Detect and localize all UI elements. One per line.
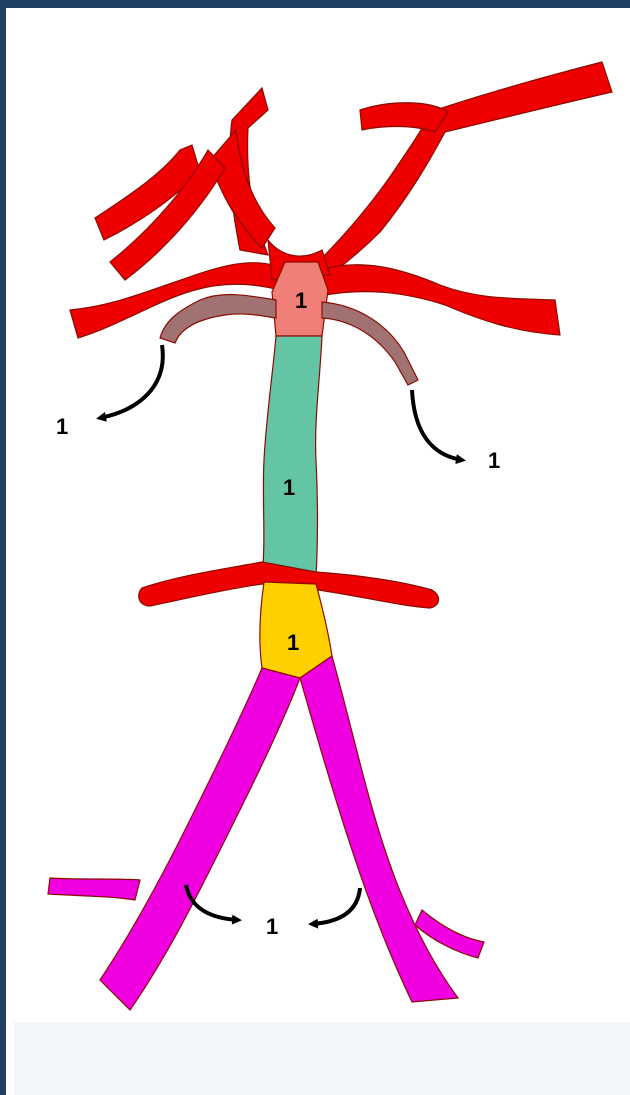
bottom-right-arrow-icon bbox=[312, 888, 360, 924]
left-iliac bbox=[100, 668, 300, 1010]
middle-segment-label: 1 bbox=[283, 475, 295, 500]
upper-segment-label: 1 bbox=[295, 288, 307, 313]
left-branch-arrow-icon bbox=[100, 345, 163, 418]
magenta-bifurcation bbox=[48, 656, 484, 1010]
left-mauve-branch bbox=[160, 295, 276, 343]
right-mauve-branch bbox=[322, 302, 418, 385]
right-branch-arrow-icon bbox=[412, 390, 462, 460]
right-iliac bbox=[300, 656, 458, 1002]
bottom-arrows-label: 1 bbox=[266, 914, 278, 939]
segment-middle bbox=[262, 336, 322, 578]
left-side-branch bbox=[48, 878, 140, 900]
upper-artery-tree bbox=[70, 62, 612, 338]
right-branch-label: 1 bbox=[488, 448, 500, 473]
right-top-twig bbox=[360, 103, 448, 132]
right-upper-branch bbox=[318, 62, 612, 282]
left-branch-label: 1 bbox=[56, 414, 68, 439]
lower-segment-label: 1 bbox=[287, 630, 299, 655]
